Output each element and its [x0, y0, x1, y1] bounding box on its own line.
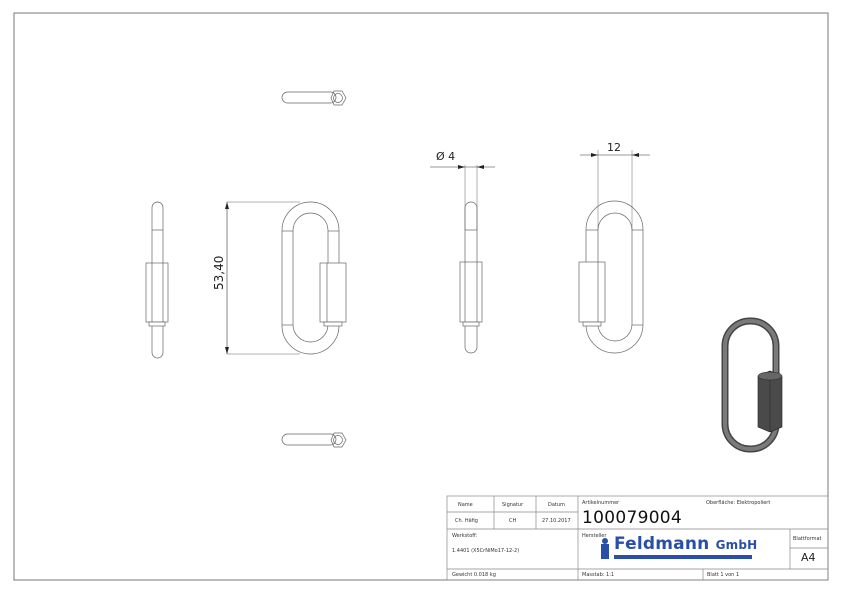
- sheet-frame: [13, 12, 829, 581]
- date-label: Datum: [548, 502, 565, 508]
- diameter-dimension: Ø 4: [436, 150, 455, 163]
- scale: Masstab: 1:1: [582, 572, 615, 578]
- width-dimension: 12: [607, 141, 621, 154]
- surface-finish: Oberfläche: Elektropoliert: [706, 500, 771, 506]
- manufacturer-label: Hersteller: [582, 533, 607, 539]
- sheet-number: Blatt 1 von 1: [707, 572, 740, 578]
- date-value: 27.10.2017: [542, 518, 571, 524]
- material-label: Werkstoff:: [452, 533, 478, 539]
- logo-figure-icon: [601, 538, 609, 559]
- front-view-mirrored: [578, 150, 650, 354]
- signature-value: CH: [509, 518, 517, 524]
- diameter-value: 4: [448, 150, 456, 163]
- logo-text: Feldmann: [614, 534, 710, 554]
- name-label: Name: [458, 502, 473, 508]
- title-block-grid: [446, 495, 829, 581]
- diameter-symbol: Ø: [436, 150, 445, 163]
- name-value: Ch. Häfig: [455, 518, 478, 524]
- logo-suffix: GmbH: [715, 538, 758, 552]
- article-number-label: Artikelnummer: [582, 500, 620, 506]
- sheet-format-label: Blattformat: [793, 536, 822, 542]
- right-side-view: [430, 165, 495, 354]
- front-view: [225, 201, 347, 355]
- bottom-view: [281, 432, 347, 448]
- feldmann-logo: Feldmann GmbH: [598, 534, 768, 561]
- isometric-render: [721, 317, 783, 453]
- sheet-format: A4: [801, 551, 816, 564]
- material-value: 1.4401 (X5CrNiMo17-12-2): [452, 548, 520, 554]
- article-number: 100079004: [582, 508, 683, 528]
- left-side-view: [145, 201, 169, 359]
- top-view: [281, 90, 347, 106]
- height-dimension: 53,40: [212, 255, 226, 290]
- logo-tagline-bar: [614, 555, 752, 559]
- signature-label: Signatur: [502, 502, 524, 508]
- weight: Gewicht 0.018 kg: [452, 572, 496, 578]
